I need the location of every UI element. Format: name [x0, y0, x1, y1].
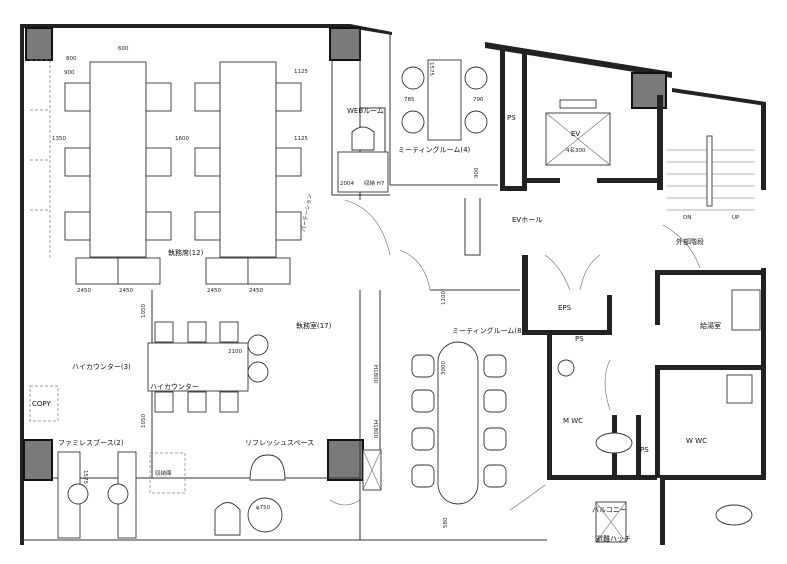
meeting-room-4-furniture — [401, 59, 488, 141]
label-meeting-room-8: ミーティングルーム(8) — [452, 326, 525, 335]
partitions — [20, 28, 701, 541]
label-partition: パーテーション — [300, 193, 314, 233]
dim: 1100 — [441, 291, 447, 305]
dim: 2450 — [249, 288, 263, 294]
dim: 2450 — [119, 288, 133, 294]
dim: 785 — [404, 97, 415, 103]
dim: 2004 — [340, 181, 354, 187]
dim: 1575 — [428, 62, 434, 76]
dim: 1125 — [294, 136, 308, 142]
refresh-furniture — [29, 385, 286, 539]
dim: 1050 — [141, 414, 147, 428]
label-balcony: バルコニー — [592, 506, 627, 514]
dim: 1050 — [141, 304, 147, 318]
label-ps-3: PS — [640, 446, 649, 454]
dim: 800 — [66, 56, 77, 62]
dim: 900 — [474, 167, 480, 178]
dim: H1800 — [372, 365, 378, 384]
dim: 1600 — [175, 136, 189, 142]
dim: 2100 — [228, 349, 242, 355]
toilets — [362, 289, 761, 543]
label-work-area: 執務席(12) — [168, 248, 204, 257]
label-ev: EV — [571, 130, 580, 138]
label-escape-hatch: 避難ハッチ — [596, 534, 631, 543]
label-men-wc: M WC — [563, 417, 583, 425]
dim: 580 — [443, 517, 449, 528]
label-eps: EPS — [558, 304, 572, 312]
label-storage: 収納庫 — [155, 469, 172, 477]
elevator — [545, 99, 611, 166]
label-office-area: 執務室(17) — [296, 321, 332, 330]
dim: 2450 — [207, 288, 221, 294]
label-ev-hall: EVホール — [512, 216, 542, 224]
label-women-wc: W WC — [686, 437, 707, 445]
dim: 600 — [118, 46, 129, 52]
label-external-stairs: 外部階段 — [676, 237, 704, 246]
label-refresh-space: リフレッシュスペース — [245, 439, 314, 447]
dimension-labels: 800 900 600 1125 1125 1350 1600 2450 245… — [52, 46, 484, 528]
label-web-room: WEBルーム — [347, 107, 384, 115]
exterior-walls — [20, 24, 766, 545]
dim: 2450 — [77, 288, 91, 294]
dim: 900 — [64, 70, 75, 76]
core-walls — [500, 50, 765, 480]
work-desks — [64, 61, 302, 285]
label-ps-2: PS — [575, 335, 584, 343]
label-down: DN — [683, 215, 691, 221]
dim: 1350 — [52, 136, 66, 142]
label-kitchenette: 給湯室 — [700, 321, 721, 330]
dim: φ750 — [256, 505, 271, 511]
high-counter — [147, 321, 269, 413]
dim: 3000 — [441, 361, 447, 375]
dim: H1800 — [372, 420, 378, 439]
label-ev-size: 4名300 — [566, 146, 586, 154]
label-ps-1: PS — [507, 114, 516, 122]
dim: 1575 — [82, 470, 88, 484]
label-high-counter: ハイカウンター — [150, 382, 199, 391]
label-meeting-room-4: ミーティングルーム(4) — [398, 145, 471, 154]
stairs — [667, 135, 755, 211]
meeting-room-8-furniture — [411, 341, 507, 505]
label-family-booth: ファミレスブース(2) — [58, 438, 124, 447]
web-room-furniture — [337, 126, 389, 193]
dim: 収納 H7 — [364, 179, 385, 187]
dim: 1125 — [294, 69, 308, 75]
dim: 790 — [473, 97, 484, 103]
label-copy: COPY — [32, 400, 51, 408]
label-high-counter-3: ハイカウンター(3) — [72, 362, 131, 371]
label-up: UP — [732, 215, 740, 221]
